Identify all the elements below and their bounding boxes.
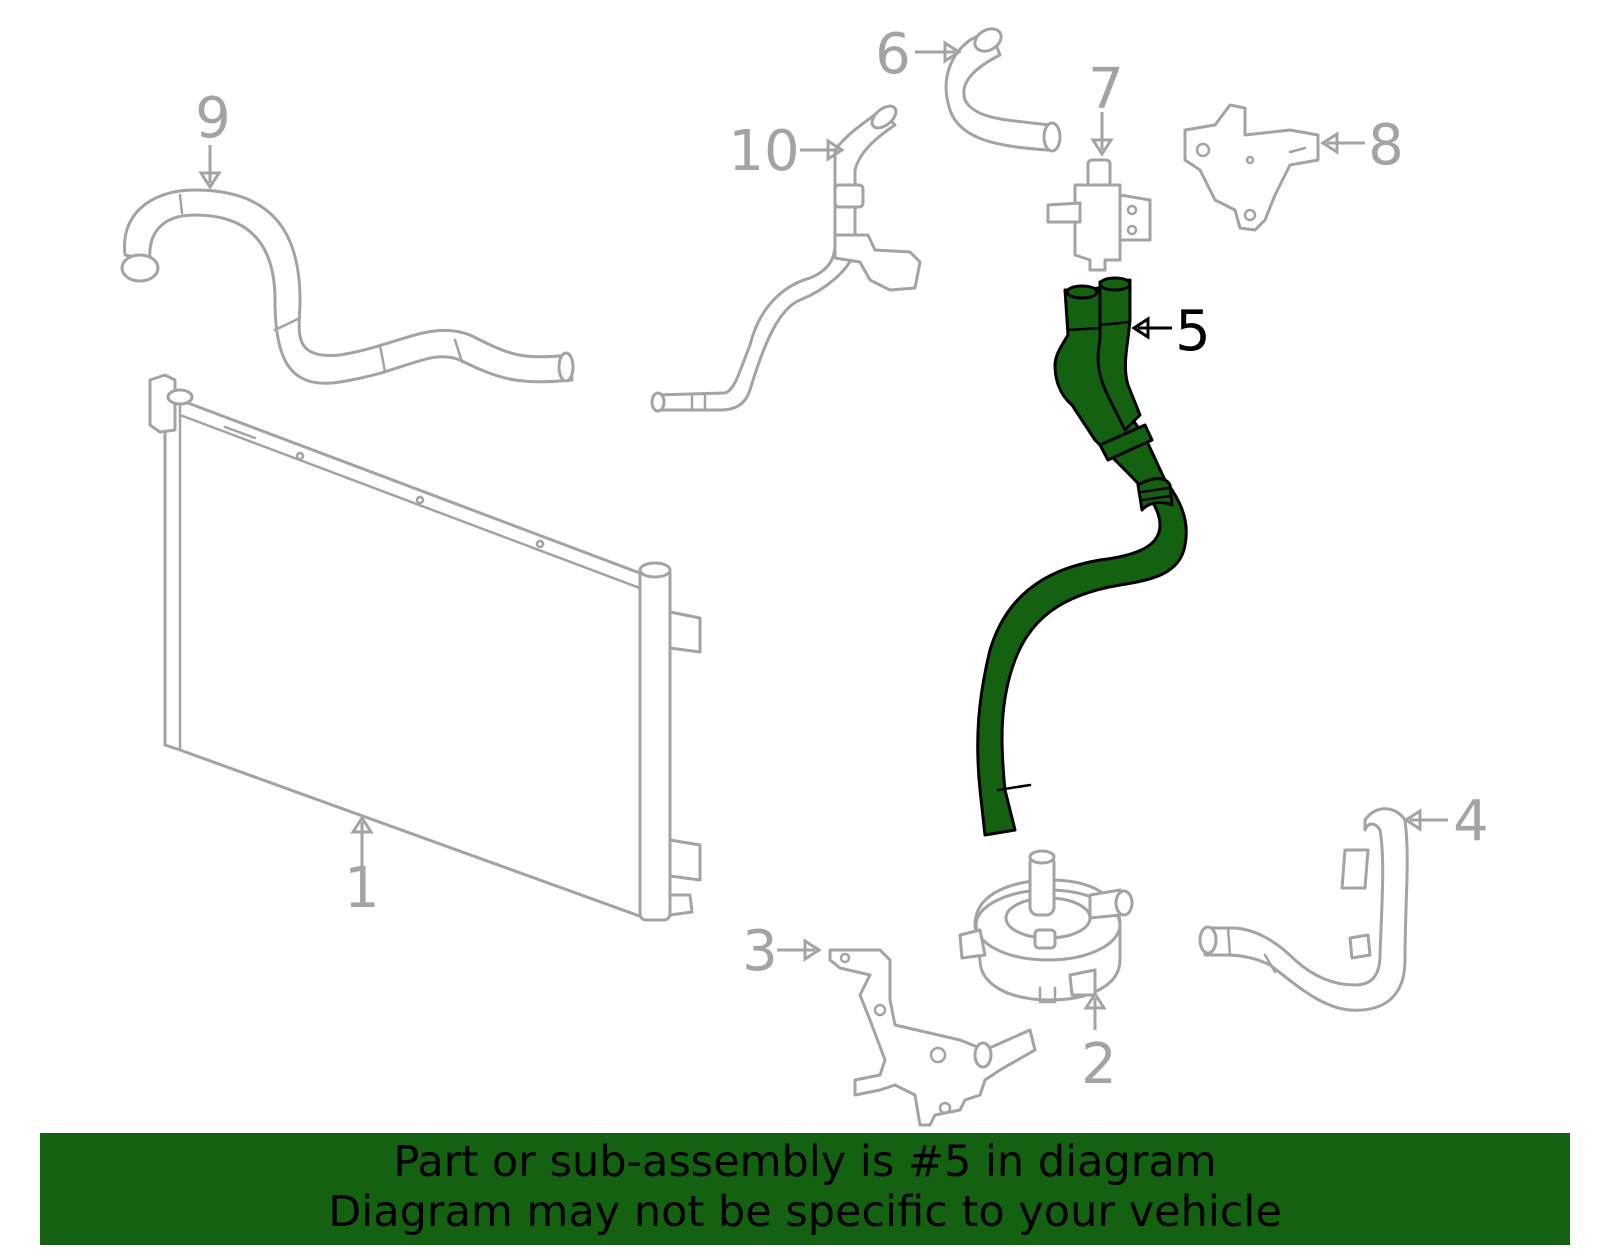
part-8-bracket — [1183, 103, 1320, 232]
callout-2: 2 — [1081, 1032, 1117, 1097]
part-7-valve — [1046, 158, 1152, 272]
callout-9: 9 — [195, 86, 231, 151]
part-2-pump — [958, 849, 1134, 1004]
part-5-hose-highlighted — [976, 276, 1188, 837]
callout-10: 10 — [728, 119, 799, 184]
banner-line-2: Diagram may not be specific to your vehi… — [328, 1187, 1282, 1237]
info-banner: Part or sub-assembly is #5 in diagram Di… — [40, 1133, 1570, 1245]
callout-1: 1 — [344, 856, 380, 921]
part-6-small-hose — [944, 27, 1062, 153]
part-3-bracket — [828, 948, 1037, 1127]
part-1-radiator — [148, 373, 702, 922]
part-9-upper-hose — [120, 188, 575, 385]
callout-7: 7 — [1088, 57, 1124, 122]
part-10-tube — [650, 104, 922, 413]
callout-5: 5 — [1175, 299, 1211, 364]
banner-line-1: Part or sub-assembly is #5 in diagram — [393, 1137, 1217, 1187]
callout-3: 3 — [742, 919, 778, 984]
part-4-lower-hose — [1198, 807, 1409, 1012]
callout-8: 8 — [1368, 113, 1404, 178]
callout-4: 4 — [1453, 789, 1489, 854]
callout-leaders — [198, 40, 1448, 1030]
callout-6: 6 — [875, 22, 911, 87]
